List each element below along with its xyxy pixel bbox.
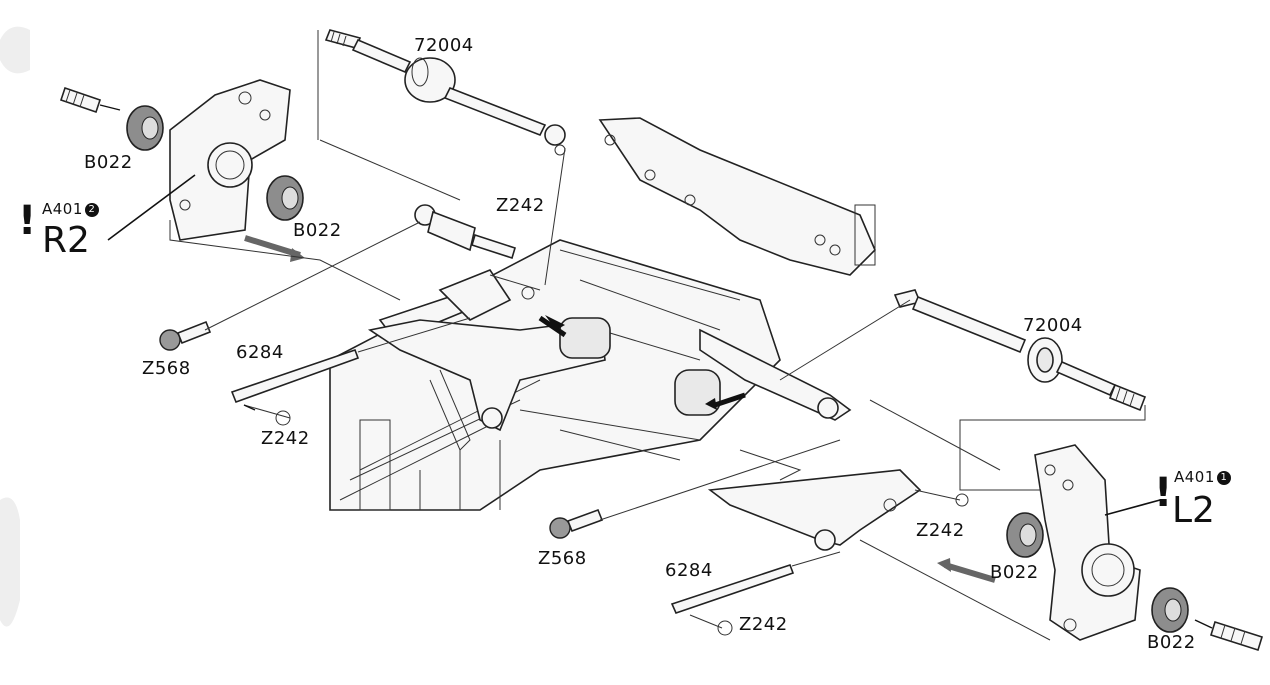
pin-left: [230, 348, 360, 404]
callout-label-l2: L2: [1172, 490, 1215, 531]
label-eclip-right: Z242: [916, 520, 965, 541]
label-pin-right: 6284: [665, 560, 713, 581]
step-number-r2: 2: [84, 202, 99, 217]
label-screw-left: Z568: [142, 358, 191, 379]
eclip-right: [955, 493, 969, 507]
eclip-top: [521, 286, 535, 300]
screw-right: [549, 508, 604, 539]
link-left: [414, 204, 516, 260]
hub-carrier-l2: [937, 444, 1263, 652]
chassis: [329, 117, 922, 551]
eclip-left: [275, 410, 291, 426]
label-screw-right: Z568: [538, 548, 587, 569]
label-pin-left: 6284: [236, 342, 284, 363]
guide-lines: [169, 30, 1146, 641]
label-eclip-bottom: Z242: [739, 614, 788, 635]
eclip-bottom: [717, 620, 733, 636]
warning-mark-l2: !: [1154, 470, 1173, 516]
label-bearing-br1: B022: [990, 562, 1039, 583]
warning-mark-r2: !: [18, 198, 37, 244]
label-eclip-left: Z242: [261, 428, 310, 449]
callout-label-r2: R2: [42, 220, 90, 261]
screw-left: [159, 320, 212, 351]
label-driveshaft-right: 72004: [1023, 315, 1083, 336]
label-eclip-top: Z242: [496, 195, 545, 216]
hub-carrier-r2: [59, 79, 305, 262]
label-bearing-tl2: B022: [293, 220, 342, 241]
label-bearing-tl1: B022: [84, 152, 133, 173]
step-number-l2: 1: [1216, 470, 1231, 485]
pin-right: [670, 563, 795, 614]
label-driveshaft-top: 72004: [414, 35, 474, 56]
label-bearing-br2: B022: [1147, 632, 1196, 653]
driveshaft-right: [893, 289, 1147, 412]
